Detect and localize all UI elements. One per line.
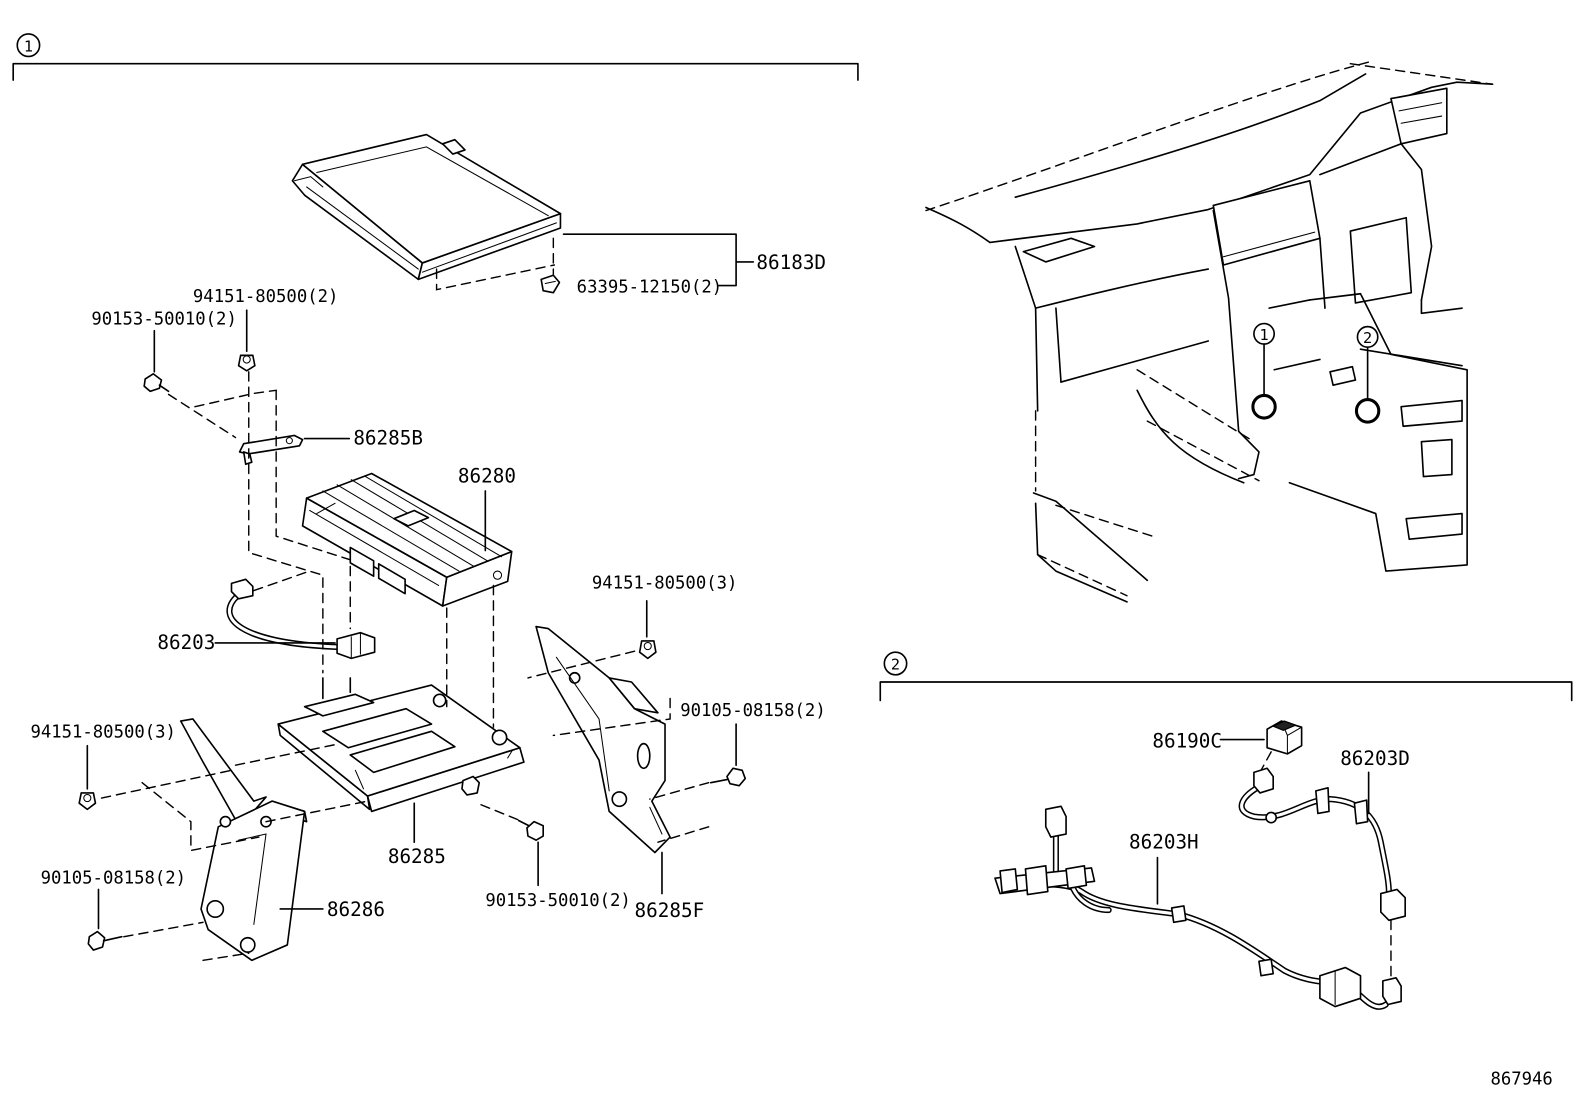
part-label-94151-80500-2: 94151-80500(2) bbox=[193, 287, 338, 307]
part-label-90105-08158-left: 90105-08158(2) bbox=[41, 868, 186, 888]
location-callout-2-label: 2 bbox=[1363, 329, 1372, 347]
section-1-bracket bbox=[12, 62, 859, 81]
part-label-86183d: 86183D bbox=[756, 251, 826, 274]
part-label-90153-50010-bottom: 90153-50010(2) bbox=[485, 891, 630, 911]
vehicle-dashboard-view bbox=[925, 60, 1494, 603]
nut-94151-top bbox=[237, 354, 256, 372]
amplifier-86280 bbox=[301, 472, 513, 607]
location-marker-1 bbox=[1251, 393, 1277, 420]
cover-86183d bbox=[291, 133, 562, 291]
nut-94151-right bbox=[638, 640, 657, 660]
section-2-marker-circle bbox=[883, 651, 908, 676]
bolt-90153-bottom bbox=[518, 819, 545, 841]
tray-86285 bbox=[277, 677, 525, 813]
section-2-header: 2 bbox=[879, 651, 1573, 702]
assembly-guide-lines bbox=[100, 371, 710, 962]
part-label-86203h: 86203H bbox=[1129, 830, 1199, 853]
location-callout-1: 1 bbox=[1251, 322, 1277, 420]
section-1-marker: 1 bbox=[24, 37, 33, 55]
cable-86203 bbox=[226, 578, 376, 660]
bolt-90105-right bbox=[709, 767, 747, 787]
part-label-90153-50010-top: 90153-50010(2) bbox=[91, 309, 236, 329]
part-label-86285b: 86285B bbox=[353, 427, 423, 450]
part-label-90105-08158-right: 90105-08158(2) bbox=[680, 701, 825, 721]
bracket-86286 bbox=[179, 718, 308, 962]
location-marker-2 bbox=[1354, 398, 1381, 424]
clip-63395 bbox=[540, 274, 561, 294]
section-1-header: 1 bbox=[12, 33, 859, 81]
part-label-94151-80500-left: 94151-80500(3) bbox=[30, 722, 175, 742]
harness-86203d bbox=[1238, 767, 1406, 982]
leader-86183d bbox=[562, 233, 755, 287]
bolt-90153-top bbox=[143, 373, 170, 393]
part-label-86286: 86286 bbox=[327, 898, 385, 921]
location-callout-2: 2 bbox=[1354, 325, 1381, 424]
bolt-90105-left bbox=[87, 930, 123, 951]
section-2-bracket bbox=[879, 681, 1573, 702]
part-label-63395-12150: 63395-12150(2) bbox=[577, 278, 722, 298]
bracket-86285b bbox=[238, 434, 304, 466]
section-2-marker: 2 bbox=[891, 656, 900, 674]
bracket-86285f bbox=[535, 625, 671, 854]
harness-86203h bbox=[994, 805, 1402, 1010]
connector-86190c bbox=[1260, 720, 1303, 772]
part-label-86203d: 86203D bbox=[1340, 747, 1410, 770]
part-label-86285: 86285 bbox=[388, 845, 446, 868]
illustration-number: 867946 bbox=[1490, 1070, 1552, 1090]
part-label-86280: 86280 bbox=[458, 465, 516, 488]
part-label-86203: 86203 bbox=[157, 631, 215, 654]
location-callout-1-label: 1 bbox=[1259, 326, 1268, 344]
nut-94151-left bbox=[78, 792, 97, 811]
part-label-86190c: 86190C bbox=[1152, 730, 1222, 753]
part-label-86285f: 86285F bbox=[635, 899, 705, 922]
part-label-94151-80500-right: 94151-80500(3) bbox=[592, 573, 737, 593]
section-1-marker-circle bbox=[16, 33, 41, 58]
